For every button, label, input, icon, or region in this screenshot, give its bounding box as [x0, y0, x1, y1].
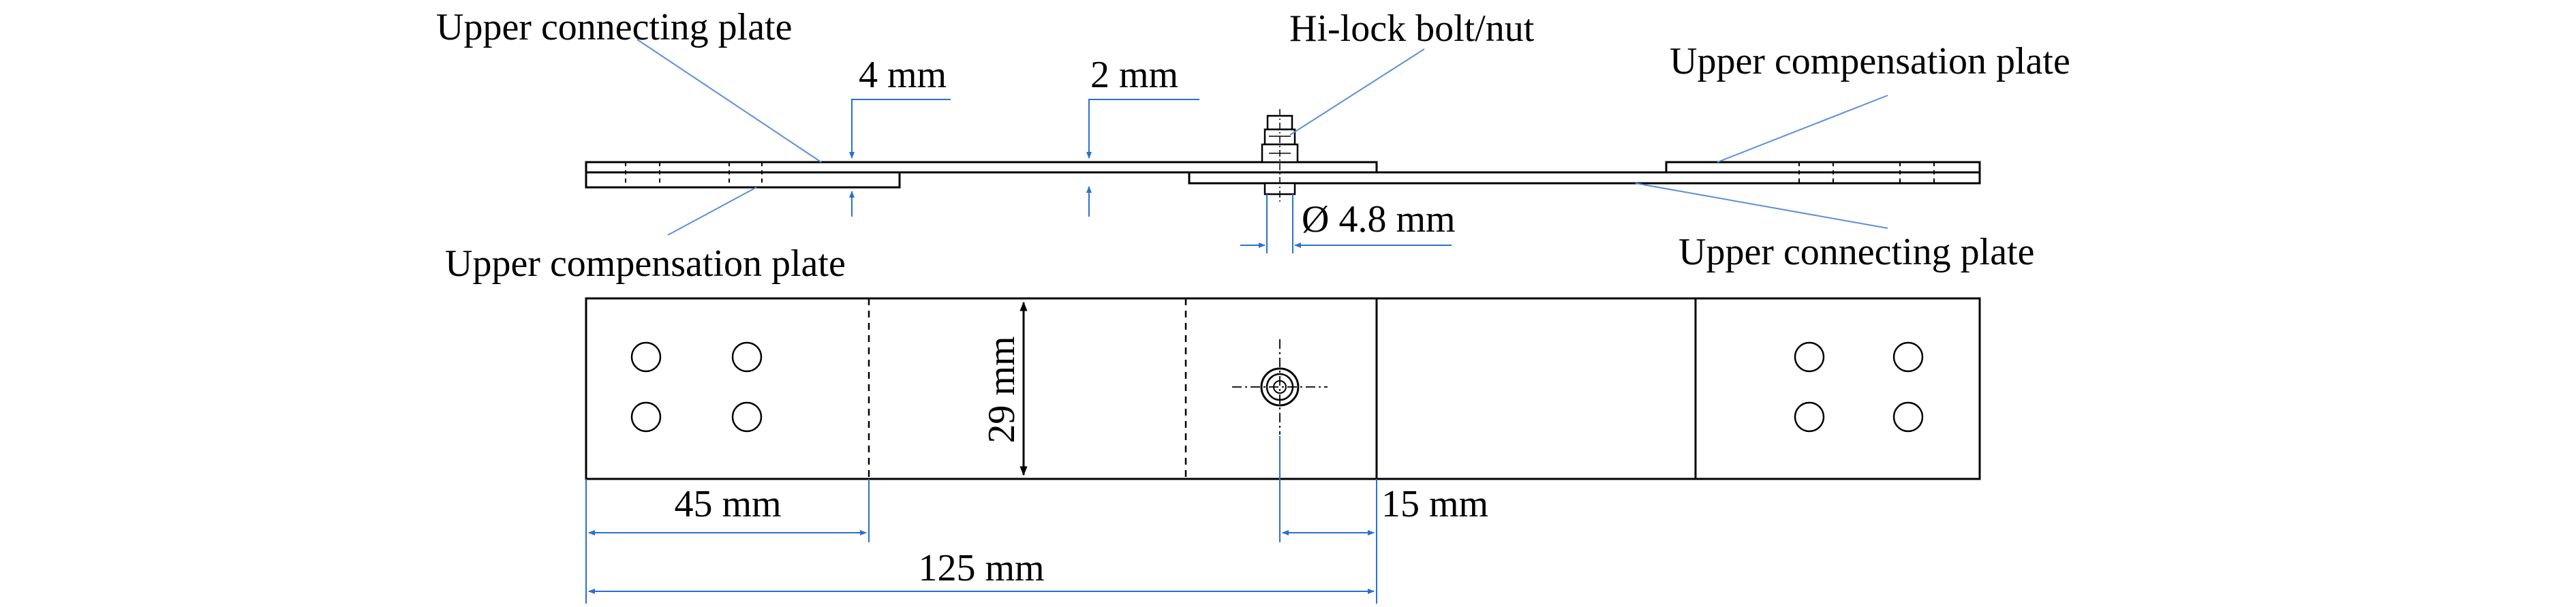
hole-left-2 — [731, 341, 763, 373]
side-upper-connecting-plate-left — [585, 161, 1378, 174]
label-upper-connecting-plate-right: Upper connecting plate — [1678, 231, 2034, 273]
side-hole-lines-right — [1798, 162, 1935, 183]
dim-label-4mm: 4 mm — [859, 54, 947, 96]
dim-label-diameter: Ø 4.8 mm — [1302, 198, 1456, 240]
leader-compensation-left — [667, 187, 757, 236]
dim-label-125mm: 125 mm — [918, 547, 1044, 589]
dim-label-29mm: 29 mm — [981, 336, 1023, 443]
hole-right-3 — [1794, 401, 1825, 433]
leader-upper-connecting-right — [1635, 183, 1888, 229]
bolt-hole-plan — [1232, 339, 1328, 435]
plan-view — [585, 297, 1981, 480]
dim-label-2mm: 2 mm — [1090, 54, 1178, 96]
dim-2-top-leader — [1086, 99, 1199, 159]
label-upper-compensation-plate-left: Upper compensation plate — [445, 243, 846, 285]
label-upper-connecting-plate-left: Upper connecting plate — [436, 6, 792, 48]
hole-right-4 — [1892, 401, 1924, 433]
side-upper-compensation-plate-left — [585, 171, 901, 189]
dim-label-15mm: 15 mm — [1381, 483, 1488, 525]
hole-right-1 — [1794, 341, 1825, 373]
hole-left-3 — [630, 401, 662, 433]
side-upper-connecting-plate-right — [1188, 171, 1981, 185]
side-view — [585, 161, 1981, 189]
dim-label-45mm: 45 mm — [674, 483, 781, 525]
hole-right-2 — [1892, 341, 1924, 373]
leader-hi-lock — [1289, 48, 1425, 136]
leader-upper-connecting-left — [637, 39, 822, 163]
leader-lines — [637, 39, 1888, 236]
label-upper-compensation-plate-right: Upper compensation plate — [1670, 40, 2070, 82]
hole-left-4 — [731, 401, 763, 433]
label-hi-lock: Hi-lock bolt/nut — [1289, 7, 1535, 50]
labels: Upper connecting plate Upper compensatio… — [436, 6, 2070, 589]
hi-lock-bolt-side — [1261, 109, 1299, 204]
hole-left-1 — [630, 341, 662, 373]
side-upper-compensation-plate-right — [1665, 161, 1981, 174]
plan-outline — [585, 297, 1981, 480]
dimension-lines — [585, 99, 1452, 605]
side-hole-lines-left — [625, 162, 763, 187]
dim-4-top-leader — [849, 99, 951, 159]
leader-compensation-right — [1717, 95, 1888, 163]
